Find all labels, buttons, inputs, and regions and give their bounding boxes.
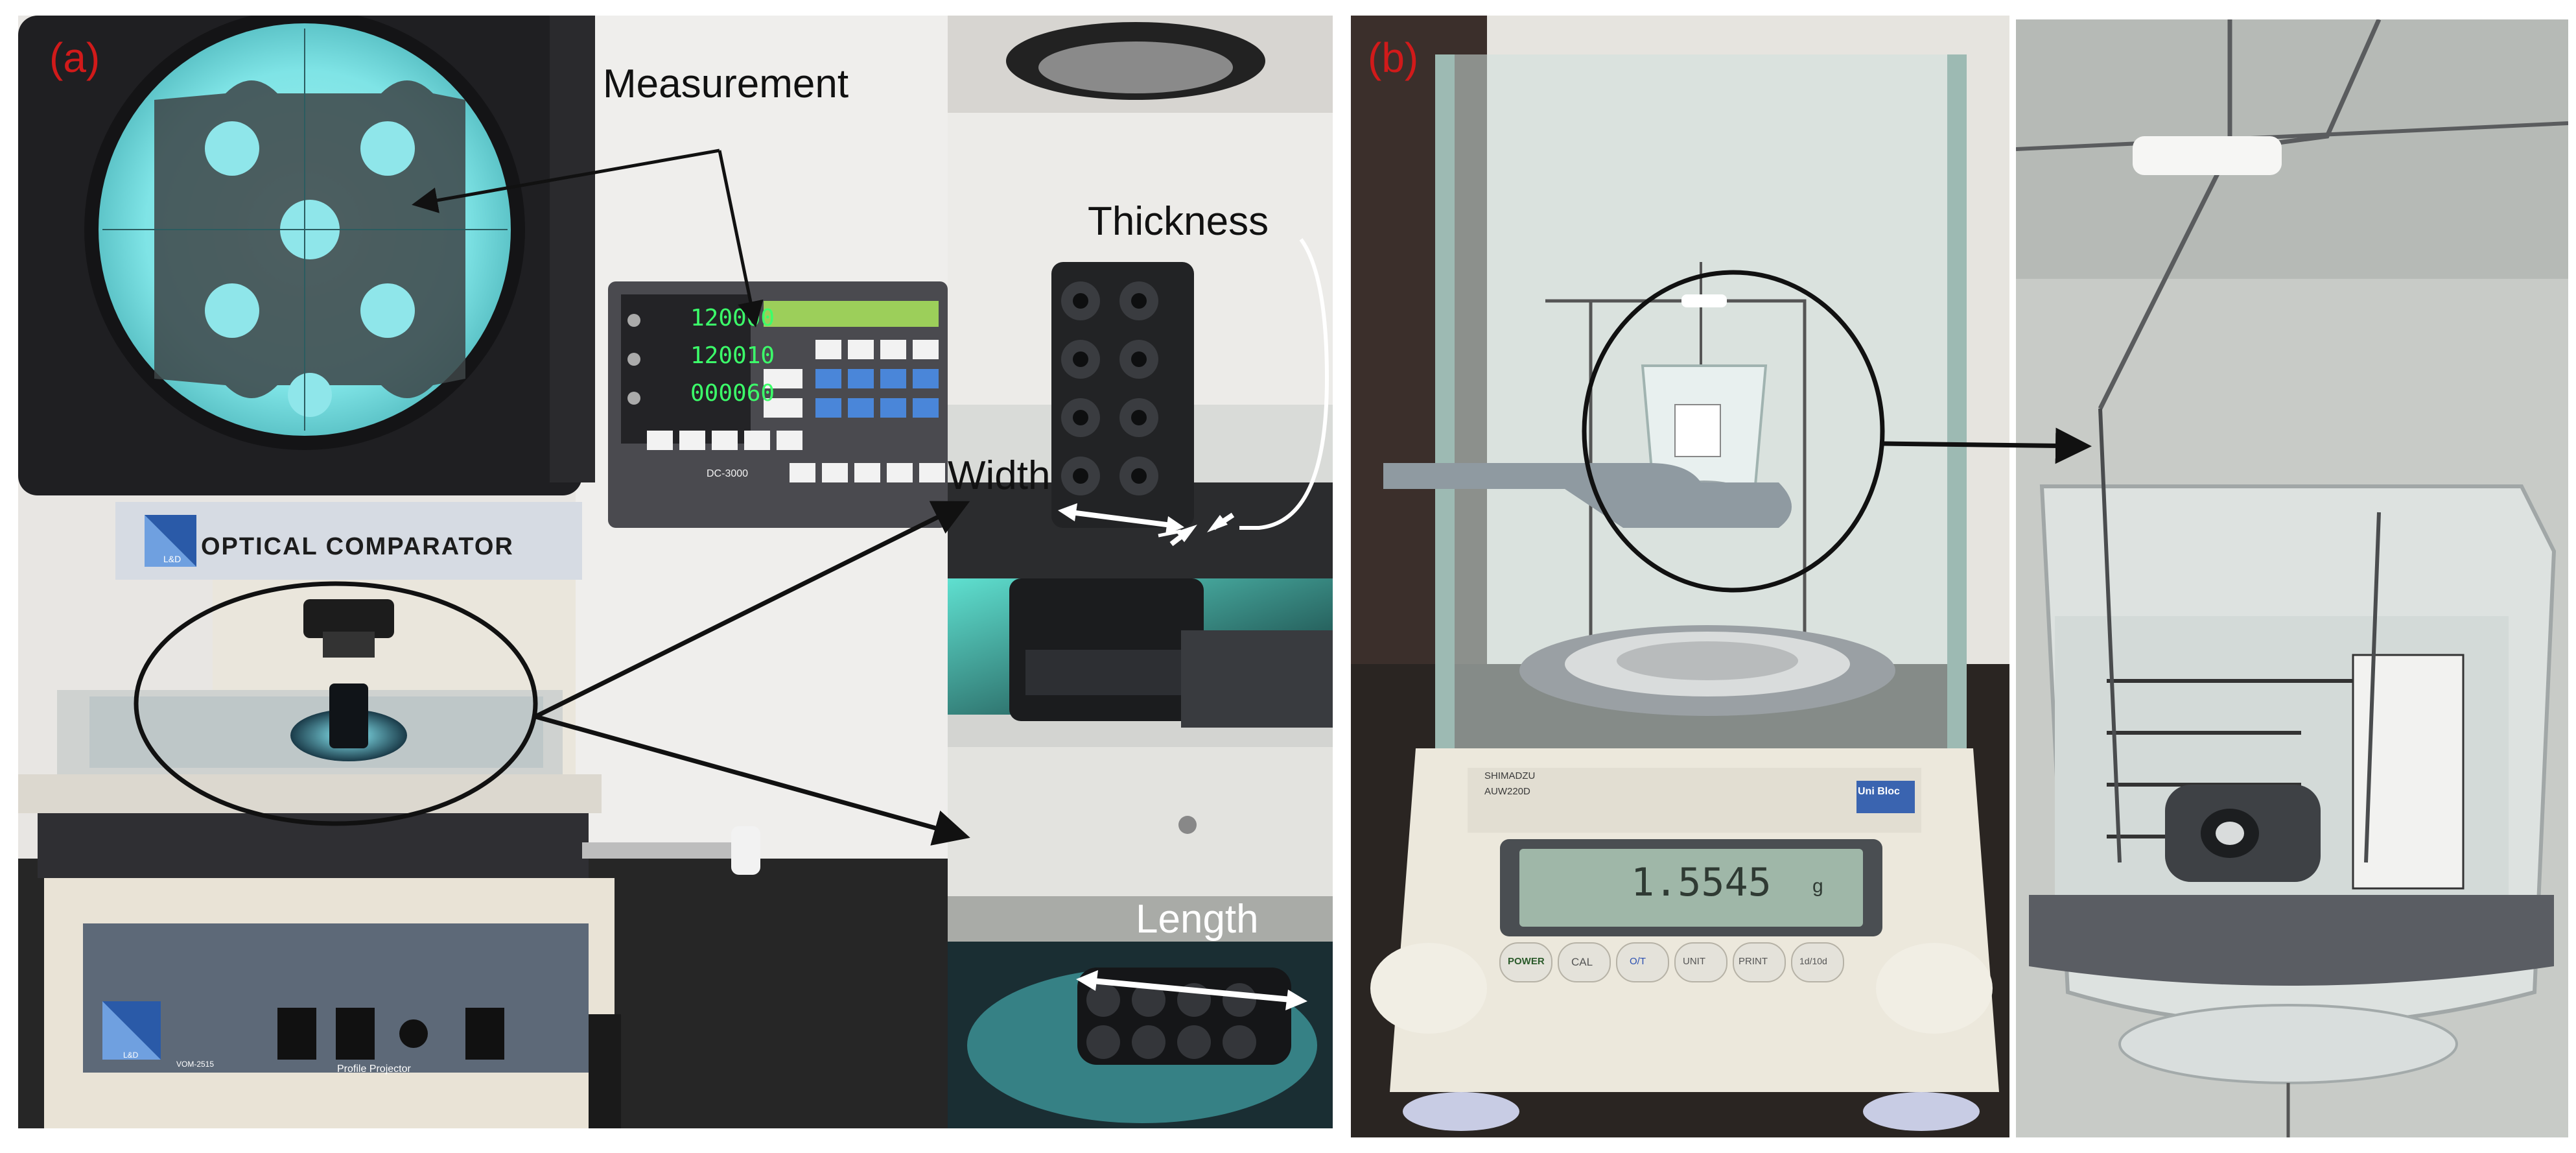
beaker-closeup-photo <box>2016 19 2568 1137</box>
wire-clamp <box>2133 136 2282 175</box>
sample-closeup-illustration <box>948 16 1333 578</box>
balance-display-value: 1.5545 <box>1631 860 1772 905</box>
panel-label-a: (a) <box>49 34 100 81</box>
length-label: Length <box>1136 897 1259 942</box>
readout-value-x: 120000 <box>690 305 775 331</box>
balance-display <box>1519 849 1863 927</box>
comparator-logo-small: L&D <box>123 1051 139 1060</box>
readout-model: DC-3000 <box>707 468 749 479</box>
sample-length-photo <box>948 578 1333 1128</box>
sample-length-illustration <box>948 578 1333 1128</box>
balance-model: AUW220D <box>1484 786 1530 797</box>
width-label: Width <box>948 453 1051 498</box>
lattice-sample <box>329 683 368 748</box>
thickness-label: Thickness <box>1088 199 1269 244</box>
balance-badge: Uni Bloc <box>1858 786 1900 797</box>
comparator-photo <box>18 16 948 1128</box>
balance-display-unit: g <box>1812 875 1823 897</box>
balance-button-1d10d: 1d/10d <box>1799 956 1827 966</box>
readout-value-y: 120010 <box>690 342 775 369</box>
comparator-model: VOM-2515 <box>176 1060 215 1069</box>
balance-brand: SHIMADZU <box>1484 770 1536 781</box>
balance-button-ot: O/T <box>1630 956 1646 967</box>
balance-illustration <box>1351 16 2009 1137</box>
readout-value-z: 000060 <box>690 380 775 407</box>
comparator-illustration <box>18 16 948 1128</box>
balance-photo <box>1351 16 2009 1137</box>
lattice-sample-horizontal <box>1077 968 1291 1065</box>
balance-button-unit: UNIT <box>1683 956 1705 967</box>
beaker-closeup-illustration <box>2016 19 2568 1137</box>
comparator-logo: L&D <box>163 554 181 564</box>
panel-label-b: (b) <box>1368 34 1419 81</box>
measurement-label: Measurement <box>603 62 849 106</box>
lattice-block <box>1051 262 1194 528</box>
balance-button-print: PRINT <box>1739 956 1768 967</box>
balance-button-cal: CAL <box>1571 956 1593 968</box>
sample-closeup-photo <box>948 16 1333 578</box>
beaker-holder <box>2029 895 2554 986</box>
comparator-brand-plate: OPTICAL COMPARATOR <box>201 533 514 560</box>
comparator-subtitle: Profile Projector <box>337 1064 411 1075</box>
balance-button-power: POWER <box>1508 956 1545 967</box>
